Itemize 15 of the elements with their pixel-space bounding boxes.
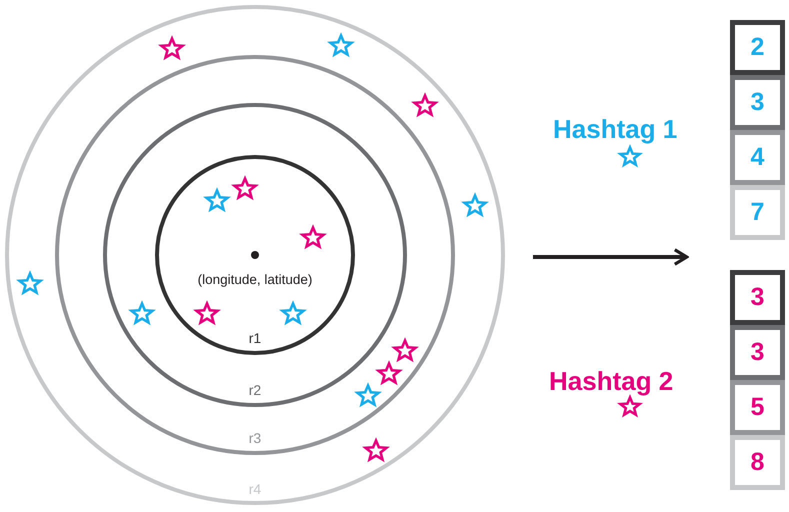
radius-label: r4 <box>248 482 262 496</box>
count-cell: 3 <box>730 270 785 325</box>
count-cell: 2 <box>730 20 785 75</box>
count-cell: 8 <box>730 435 785 490</box>
radius-label: r2 <box>248 383 262 397</box>
count-cell: 7 <box>730 185 785 240</box>
coordinate-label: (longitude, latitude) <box>198 273 312 286</box>
legend-label: Hashtag 2 <box>549 368 674 394</box>
radius-label: r3 <box>248 431 262 445</box>
radius-label: r1 <box>248 331 262 345</box>
count-cell: 3 <box>730 75 785 130</box>
legend-label: Hashtag 1 <box>553 116 678 142</box>
count-cell: 4 <box>730 130 785 185</box>
count-cell: 5 <box>730 380 785 435</box>
count-cell: 3 <box>730 325 785 380</box>
